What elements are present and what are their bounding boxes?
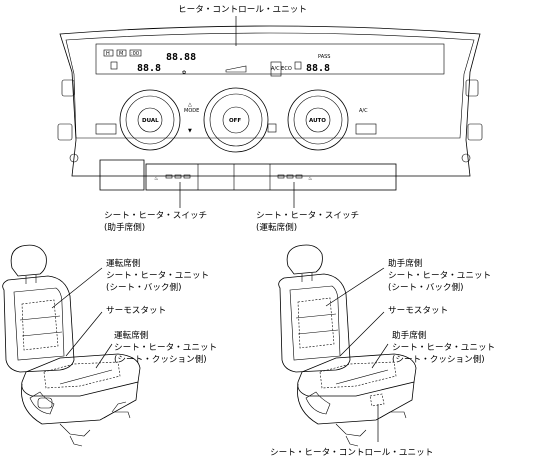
driver-seat-heater-switch[interactable]: ♨ <box>277 174 312 182</box>
right-temp-readout: 88.8 <box>306 63 330 74</box>
label-right-back-1: 助手席側 <box>388 257 422 269</box>
aux-button-label: A/C ECO <box>271 66 292 72</box>
svg-text::00: :00 <box>131 51 139 57</box>
dual-knob-label: DUAL <box>142 118 159 124</box>
label-right-back-2: シート・ヒータ・ユニット <box>388 270 491 281</box>
off-knob-label: OFF <box>229 118 241 124</box>
auto-knob[interactable]: AUTO <box>287 89 349 151</box>
label-switch-driver-1: シート・ヒータ・スイッチ <box>256 210 359 221</box>
svg-text:✿: ✿ <box>182 70 186 76</box>
label-right-back-3: (シート・バック側) <box>388 281 463 293</box>
label-switch-passenger-2: (助手席側) <box>104 221 145 233</box>
label-right-cushion-3: (シート・クッション側) <box>392 353 485 365</box>
dual-knob[interactable]: DUAL <box>119 89 181 151</box>
fan-off-knob[interactable]: OFF <box>203 87 269 153</box>
heater-control-panel: H M :00 88.88 PASS 88.8 88.8 ✿ A/C ECO D… <box>57 25 483 191</box>
label-heater-control-unit: ヒータ・コントロール・ユニット <box>178 4 307 15</box>
svg-text:♨: ♨ <box>154 176 158 182</box>
svg-text:♨: ♨ <box>308 176 312 182</box>
svg-text:M: M <box>119 51 123 57</box>
ac-button[interactable]: A/C <box>359 108 368 114</box>
pass-indicator: PASS <box>318 54 330 60</box>
auto-knob-label: AUTO <box>309 118 326 124</box>
svg-text:△: △ <box>188 102 192 108</box>
label-left-cushion-2: シート・ヒータ・ユニット <box>114 342 217 353</box>
mode-button[interactable]: MODE <box>184 108 199 114</box>
svg-text:H: H <box>106 51 110 57</box>
label-left-cushion-1: 運転席側 <box>114 329 148 341</box>
label-switch-driver-2: (運転席側) <box>256 221 297 233</box>
passenger-seat-heater-switch[interactable]: ♨ <box>154 174 191 182</box>
label-left-back-2: シート・ヒータ・ユニット <box>106 270 209 281</box>
svg-text:▼: ▼ <box>188 128 192 134</box>
label-left-cushion-3: (シート・クッション側) <box>114 353 207 365</box>
label-switch-passenger-1: シート・ヒータ・スイッチ <box>104 210 207 221</box>
label-left-back-1: 運転席側 <box>106 257 140 269</box>
label-left-thermostat: サーモスタット <box>106 305 166 316</box>
driver-seat-illustration <box>2 244 141 447</box>
label-right-cushion-2: シート・ヒータ・ユニット <box>392 342 495 353</box>
main-display-readout: 88.88 <box>166 52 196 63</box>
label-left-back-3: (シート・バック側) <box>106 281 181 293</box>
left-temp-readout: 88.8 <box>137 63 161 74</box>
label-right-thermostat: サーモスタット <box>388 305 448 316</box>
passenger-seat-illustration <box>278 244 417 447</box>
label-seat-heater-control-unit: シート・ヒータ・コントロール・ユニット <box>270 447 433 458</box>
label-right-cushion-1: 助手席側 <box>392 329 426 341</box>
